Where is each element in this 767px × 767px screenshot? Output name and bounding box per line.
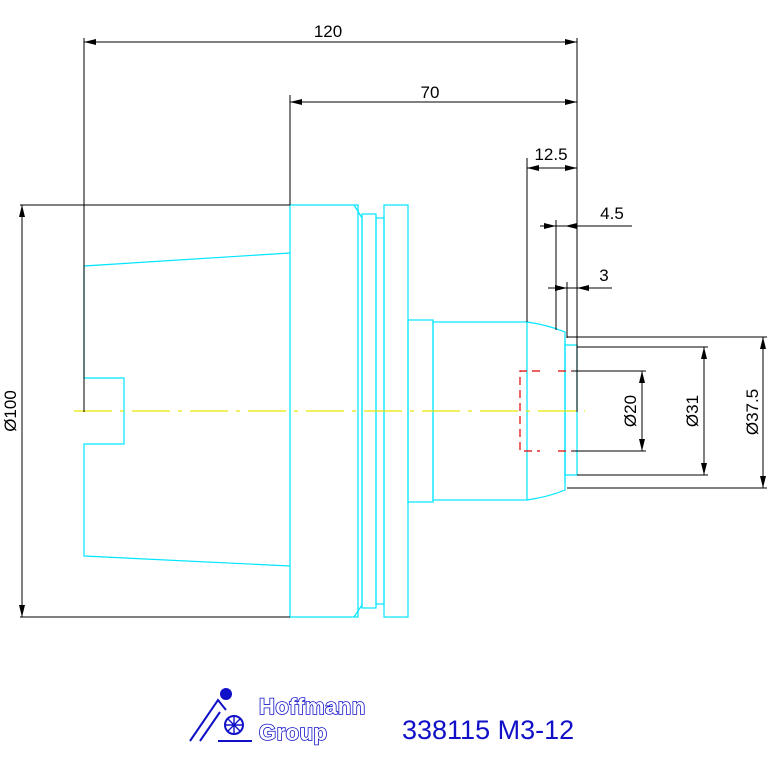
logo-wordmark-line2: Group <box>259 720 328 745</box>
hidden-thread <box>519 370 572 452</box>
dim-label-120: 120 <box>314 22 342 41</box>
dim-label-70: 70 <box>421 83 440 102</box>
logo-icon <box>189 688 252 742</box>
dim-label-dia100: Ø100 <box>1 390 20 432</box>
main-body <box>289 204 359 618</box>
dim-label-dia31: Ø31 <box>683 395 702 427</box>
part-number: 338115 M3-12 <box>402 715 574 745</box>
dimension-lines <box>20 38 767 618</box>
pilot-stub <box>564 344 578 476</box>
taper-bore-outline <box>83 252 291 567</box>
arrowheads <box>19 39 766 617</box>
logo-wordmark-line1: Hoffmann <box>259 694 366 719</box>
hoffmann-logo: Hoffmann Group <box>189 688 366 746</box>
dim-label-4-5: 4.5 <box>600 204 624 223</box>
dim-label-3: 3 <box>599 266 608 285</box>
dim-label-dia37-5: Ø37.5 <box>743 389 762 435</box>
dim-label-dia20: Ø20 <box>621 395 640 427</box>
dim-label-12-5: 12.5 <box>534 145 567 164</box>
